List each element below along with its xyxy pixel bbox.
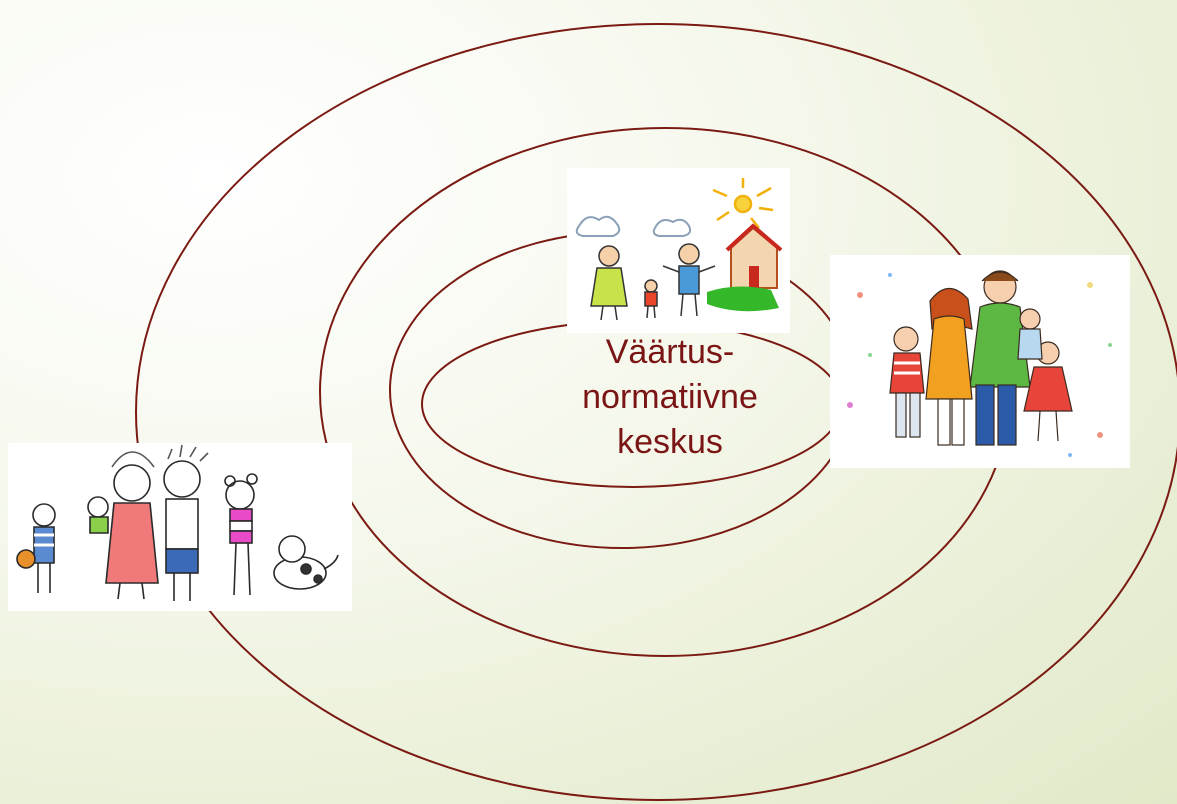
center-label-line-2: normatiivne [582,378,758,416]
parents-with-children-icon [830,255,1130,468]
center-label-line-1: Väärtus- [605,333,735,371]
extended-family-drawing-icon [8,443,352,611]
house-family-drawing-icon [567,168,790,333]
center-label: Väärtus- normatiivne keskus [555,330,785,465]
center-label-line-3: keskus [617,423,723,461]
ring-outer [135,23,1177,801]
